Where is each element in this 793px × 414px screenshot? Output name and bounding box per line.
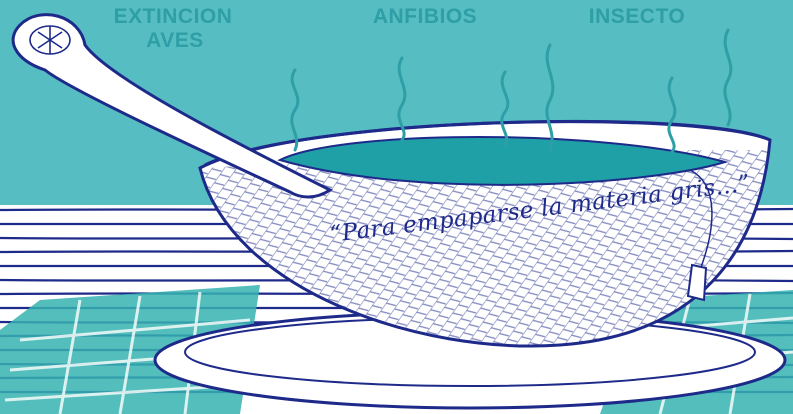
steam-wisps bbox=[290, 28, 733, 154]
spoon bbox=[11, 13, 333, 199]
label-extincion: EXTINCION bbox=[113, 5, 233, 28]
label-insecto: INSECTO bbox=[588, 5, 686, 28]
label-anfibios: ANFIBIOS bbox=[372, 5, 478, 28]
soup-surface bbox=[277, 136, 729, 186]
label-aves: AVES bbox=[146, 29, 204, 52]
